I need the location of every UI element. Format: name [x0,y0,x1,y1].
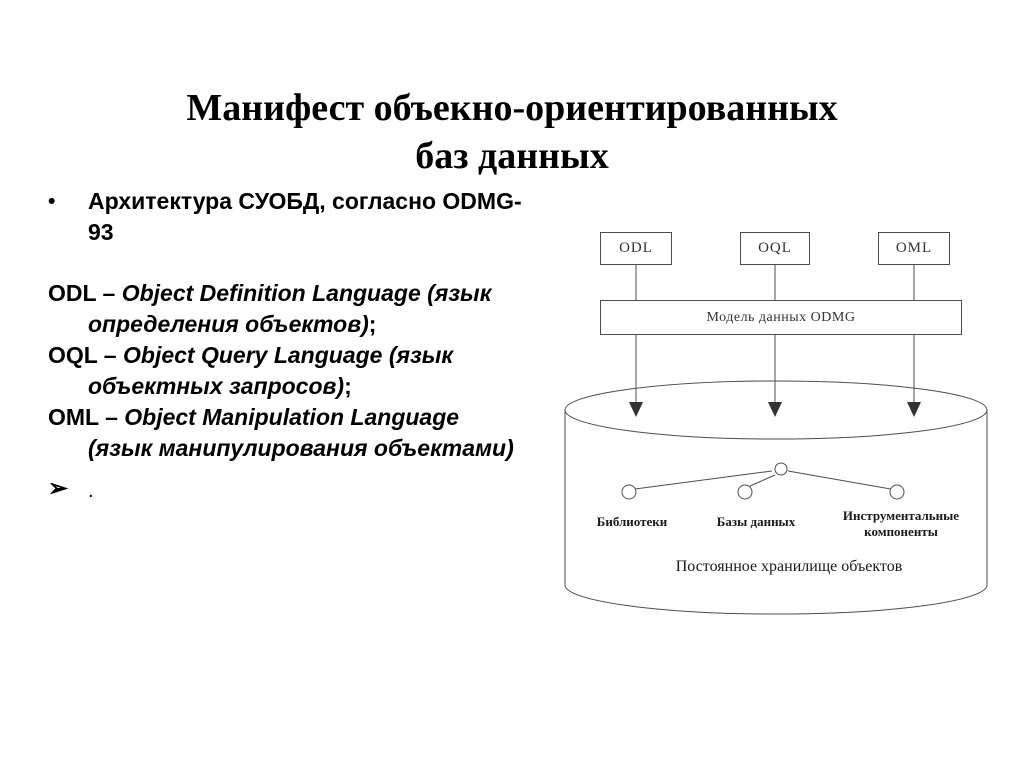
bullet-dot-icon: • [48,190,56,213]
tree-edge-middle [749,474,776,487]
definition-oql-translation: объектных запросов) [88,373,345,399]
arrowhead-down-icon-center [768,402,782,417]
tree-root-node [774,462,788,476]
definition-oql-abbr: OQL – [48,342,117,368]
persistent-storage-caption: Постоянное хранилище объектов [675,558,903,575]
diagram-box-odmg-model: Модель данных ODMG [600,300,962,335]
leaf-label-tool-components: Инструментальные компоненты [842,508,960,539]
definition-oml: OML – Object Manipulation Language (язык… [48,402,560,464]
diagram-lines-and-cylinder [564,265,988,615]
definition-oml-translation: (язык манипулирования объектами) [88,435,514,461]
definition-oml-name: Object Manipulation Language [124,404,460,430]
bullet-line-1: Архитектура СУОБД, согласно ODMG- [88,188,522,214]
bullet-line-2: 93 [88,219,114,245]
definition-odl-translation: определения объектов) [88,311,369,337]
tree-edge-left [634,470,773,490]
definition-oql: OQL – Object Query Language (язык объект… [48,340,560,402]
title-line-2: баз данных [415,135,609,177]
arrowheads [629,402,921,417]
tree-leaf-node-libraries [621,484,637,500]
definitions-list: ODL – Object Definition Language (язык о… [48,278,560,464]
definition-odl-name: Object Definition Language (язык [121,280,492,306]
leaf-label-libraries: Библиотеки [596,514,668,529]
definition-odl-abbr: ODL – [48,280,116,306]
diagram-box-oml: OML [878,232,950,265]
cylinder-bottom-arc [564,584,988,615]
definition-oml-abbr: OML – [48,404,118,430]
tree-leaf-node-tools [889,484,905,500]
bullet-item-architecture: • Архитектура СУОБД, согласно ODMG- 93 [48,186,560,248]
page-title: Манифест объекно-ориентированных баз дан… [0,84,1024,180]
definition-odl: ODL – Object Definition Language (язык о… [48,278,560,340]
definition-oql-name: Object Query Language (язык [123,342,454,368]
diagram-box-odl: ODL [600,232,672,265]
arrow-bullet-item: ➢ . [48,476,560,507]
arrowhead-bullet-icon: ➢ [48,475,69,502]
definition-oql-punct: ; [344,373,352,399]
title-line-1: Манифест объекно-ориентированных [186,87,838,129]
diagram-box-oml-label: OML [895,240,933,256]
leaf-label-databases: Базы данных [716,514,796,529]
tree-nodes [621,462,905,500]
tree-leaf-node-databases [737,484,753,500]
body-text: • Архитектура СУОБД, согласно ODMG- 93 O… [48,186,560,507]
arrow-bullet-text: . [88,480,94,502]
diagram-box-odmg-model-label: Модель данных ODMG [706,309,856,325]
diagram-box-oql: OQL [740,232,810,265]
definition-odl-punct: ; [368,311,377,337]
odmg-architecture-diagram: ODL OQL OML Модель данных ODMG Библиотек… [560,220,1000,620]
arrowhead-down-icon-left [629,402,643,417]
arrowhead-down-icon-right [907,402,921,417]
bullet-text-architecture: Архитектура СУОБД, согласно ODMG- 93 [88,186,548,248]
tree-edge-right [787,470,892,490]
diagram-box-oql-label: OQL [758,240,792,256]
diagram-box-odl-label: ODL [619,240,653,256]
